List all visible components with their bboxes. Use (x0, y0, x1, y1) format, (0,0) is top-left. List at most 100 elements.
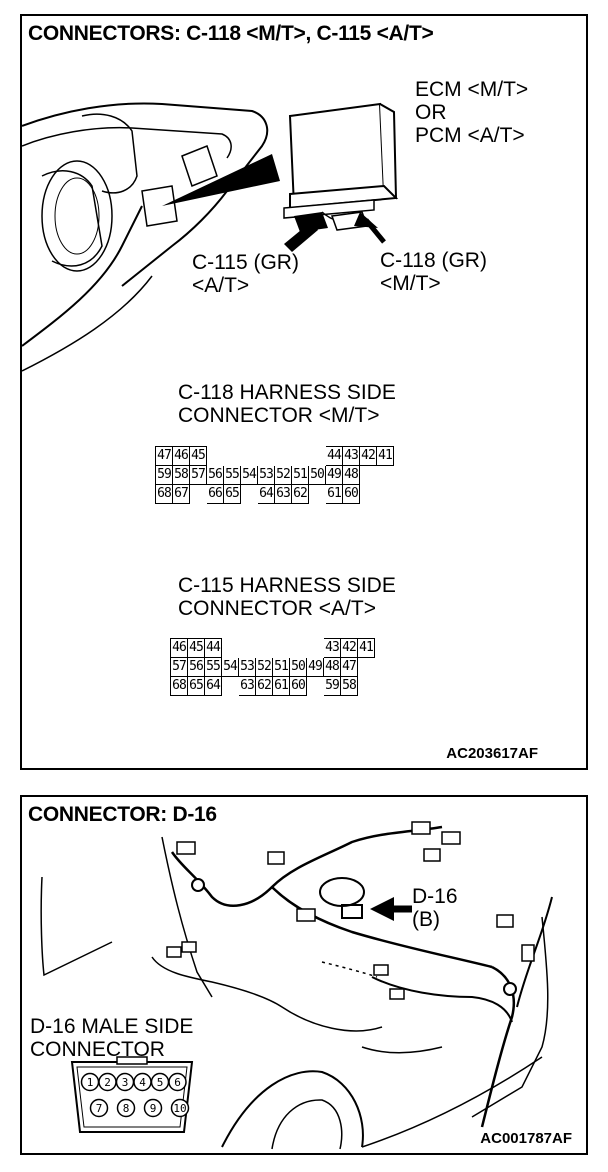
pin-cell: 68 (155, 484, 173, 504)
connector-d16-panel: CONNECTOR: D-16 (20, 795, 588, 1155)
empty-cavity (239, 639, 256, 658)
figure-code: AC203617AF (446, 745, 538, 762)
pin-cell: 63 (238, 676, 256, 696)
c115-label-line: <A/T> (192, 274, 250, 297)
c118-label-line: <M/T> (380, 272, 441, 295)
empty-cavity (273, 639, 290, 658)
pin-cell: 50 (308, 465, 326, 485)
pin-cell: 55 (204, 657, 222, 677)
d16-label-line: D-16 (412, 885, 458, 908)
pin-cell: 43 (323, 638, 341, 658)
pin-cell: 62 (291, 484, 309, 504)
empty-cavity (307, 677, 324, 696)
pin-cell: 59 (155, 465, 173, 485)
empty-cavity (307, 639, 324, 658)
pin-cell: 48 (323, 657, 341, 677)
pin-cell: 54 (240, 465, 258, 485)
ecm-pcm-label: ECM <M/T> OR PCM <A/T> (415, 78, 528, 147)
empty-cavity (309, 485, 326, 504)
pin-number: 7 (96, 1102, 103, 1115)
empty-cavity (290, 639, 307, 658)
ecm-label-line: OR (415, 101, 447, 124)
empty-cavity (224, 447, 241, 466)
pin-cell: 47 (340, 657, 358, 677)
pin-cell: 46 (170, 638, 188, 658)
pin-cell: 49 (306, 657, 324, 677)
pin-number: 9 (150, 1102, 157, 1115)
male-side-heading-line: D-16 MALE SIDE (30, 1015, 194, 1038)
pin-cell: 63 (274, 484, 292, 504)
figure-code: AC001787AF (480, 1130, 572, 1147)
pin-cell: 57 (170, 657, 188, 677)
c118-heading-line: CONNECTOR <M/T> (178, 404, 380, 427)
pin-cell: 52 (255, 657, 273, 677)
pin-cell: 41 (357, 638, 375, 658)
empty-cavity (222, 677, 239, 696)
pin-number: 4 (139, 1076, 146, 1089)
pin-cell: 60 (342, 484, 360, 504)
pin-number: 8 (123, 1102, 130, 1115)
empty-cavity (258, 447, 275, 466)
empty-cavity (190, 485, 207, 504)
empty-cavity (241, 485, 258, 504)
pin-circle (89, 1098, 109, 1118)
pin-cell: 56 (206, 465, 224, 485)
empty-cavity (309, 447, 326, 466)
empty-cavity (222, 639, 239, 658)
pin-number: 10 (173, 1102, 186, 1115)
pin-circle (116, 1098, 136, 1118)
d16-male-side-heading: D-16 MALE SIDE CONNECTOR (30, 1015, 193, 1061)
c118-label-line: C-118 (GR) (380, 249, 487, 272)
male-side-heading-line: CONNECTOR (30, 1038, 165, 1061)
pin-circle (168, 1072, 187, 1092)
empty-cavity (207, 447, 224, 466)
ecm-label-line: ECM <M/T> (415, 78, 529, 101)
pin-cell: 58 (172, 465, 190, 485)
pin-cell: 61 (325, 484, 343, 504)
pin-cell: 49 (325, 465, 343, 485)
pin-number: 5 (157, 1076, 164, 1089)
pin-cell: 50 (289, 657, 307, 677)
pin-circle (170, 1098, 190, 1118)
pin-cell: 44 (325, 446, 343, 466)
c115-heading: C-115 HARNESS SIDE CONNECTOR <A/T> (178, 574, 396, 620)
panel-title: CONNECTORS: C-118 <M/T>, C-115 <A/T> (28, 22, 434, 45)
empty-cavity (275, 447, 292, 466)
pin-cell: 65 (223, 484, 241, 504)
dashboard-illustration (22, 102, 399, 372)
pin-cell: 51 (291, 465, 309, 485)
d16-callout-label: D-16 (B) (412, 885, 458, 931)
pin-cell: 61 (272, 676, 290, 696)
pin-cell: 55 (223, 465, 241, 485)
c115-heading-line: CONNECTOR <A/T> (178, 597, 376, 620)
pin-cell: 46 (172, 446, 190, 466)
pin-cell: 45 (187, 638, 205, 658)
pin-number: 2 (104, 1076, 111, 1089)
pin-cell: 56 (187, 657, 205, 677)
pin-cell: 45 (189, 446, 207, 466)
pin-cell: 48 (342, 465, 360, 485)
pin-cell: 53 (238, 657, 256, 677)
pin-cell: 52 (274, 465, 292, 485)
pin-cell: 64 (257, 484, 275, 504)
pin-cell: 54 (221, 657, 239, 677)
pin-cell: 66 (206, 484, 224, 504)
pin-cell: 58 (340, 676, 358, 696)
panel-title: CONNECTOR: D-16 (28, 803, 217, 826)
empty-cavity (256, 639, 273, 658)
pin-cell: 53 (257, 465, 275, 485)
empty-cavity (292, 447, 309, 466)
pin-cell: 68 (170, 676, 188, 696)
c115-label-line: C-115 (GR) (192, 251, 299, 274)
pin-number: 3 (122, 1076, 129, 1089)
pin-cell: 62 (255, 676, 273, 696)
pin-cell: 57 (189, 465, 207, 485)
pin-cell: 42 (340, 638, 358, 658)
c118-callout-label: C-118 (GR) <M/T> (380, 249, 487, 295)
c118-heading-line: C-118 HARNESS SIDE (178, 381, 396, 404)
empty-cavity (241, 447, 258, 466)
